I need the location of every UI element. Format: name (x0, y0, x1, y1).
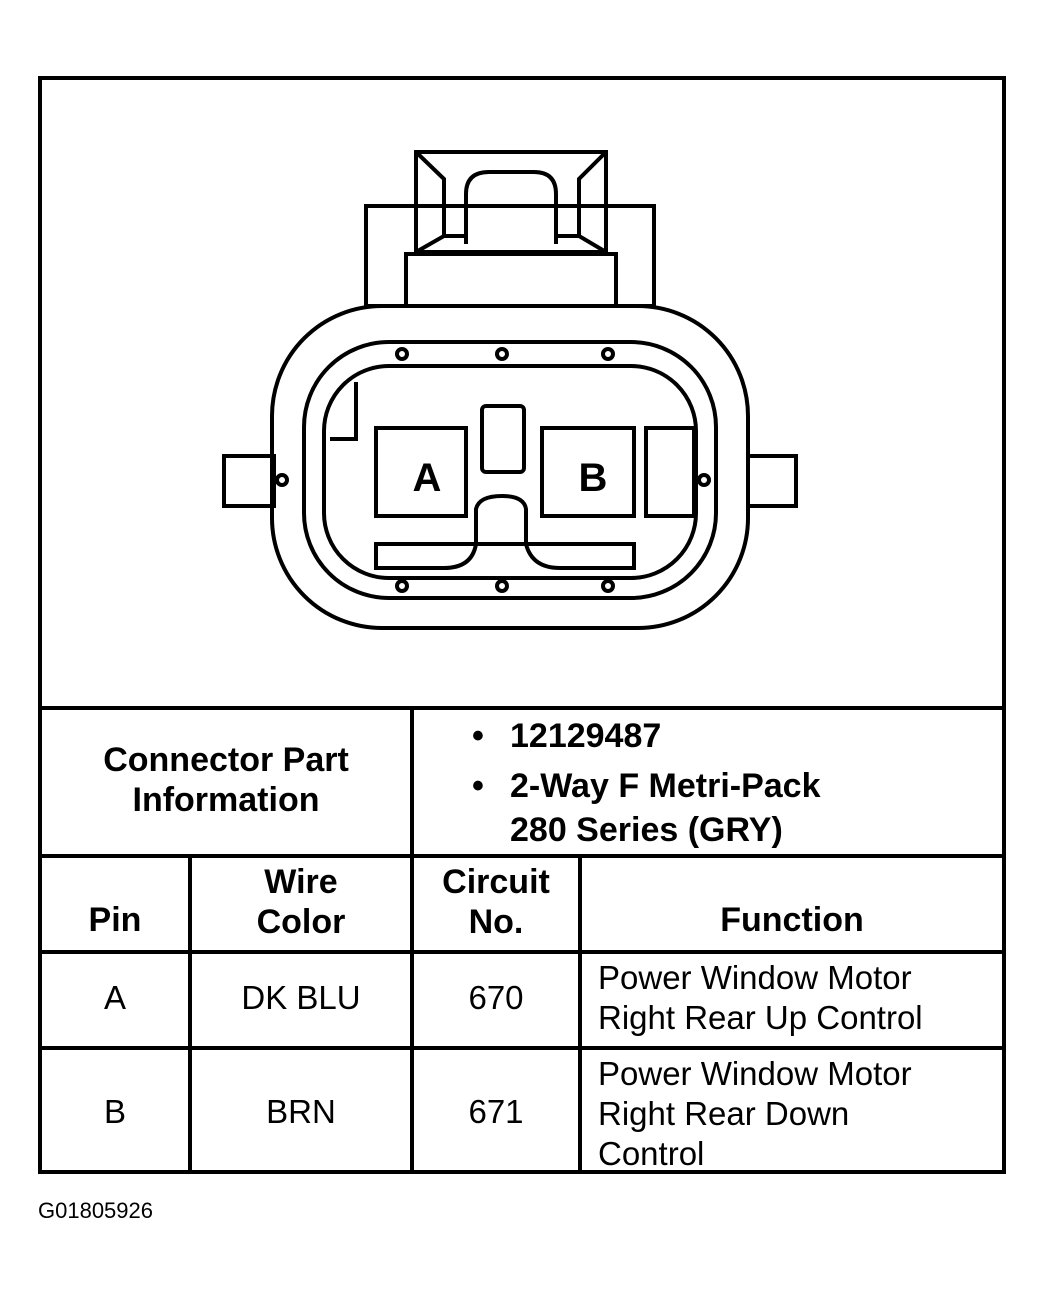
row-a-bottom-rule (42, 1046, 1002, 1050)
left-ear (222, 454, 276, 508)
row-b-circuit: 671 (468, 1093, 524, 1130)
col-divider-1 (188, 854, 192, 1174)
part-number: 12129487 (510, 717, 662, 755)
figure-code: G01805926 (38, 1198, 153, 1223)
header-wire-color: Wire Color (192, 862, 410, 942)
row-a-circuit: 670 (468, 979, 524, 1016)
header-circuit-line2: No. (468, 903, 524, 941)
row-b-pin: B (103, 1093, 126, 1130)
bullet: • (472, 767, 484, 805)
row-a-pin: A (103, 979, 126, 1016)
pin-a-cavity (374, 426, 468, 518)
row-b-function: Power Window Motor Right Rear Down Contr… (598, 1054, 998, 1174)
row-a-function-line2: Right Rear Up Control (598, 999, 923, 1036)
row-b-function-line2: Right Rear Down (598, 1095, 850, 1132)
connector-figure-frame: A B Connector Part Information • 1212948… (38, 76, 1006, 1174)
connector-outer-housing (270, 304, 750, 630)
row-b-wire-color: BRN (266, 1093, 336, 1130)
col-divider-3 (578, 854, 582, 1174)
row-a-wire-color: DK BLU (241, 979, 361, 1016)
table-top-rule (42, 706, 1002, 710)
pin-b-cavity (540, 426, 636, 518)
header-circuit-line1: Circuit (442, 863, 550, 901)
row-a-function-line1: Power Window Motor (598, 959, 912, 996)
header-pin: Pin (88, 901, 142, 939)
connector-type: 2-Way F Metri-Pack (510, 767, 821, 805)
part-info-list: • 12129487 • 2-Way F Metri-Pack 280 Seri… (472, 714, 992, 852)
locking-tab (364, 150, 656, 308)
right-ear (746, 454, 798, 508)
pin-a-label: A (412, 456, 442, 500)
header-wire-color-line2: Color (256, 903, 346, 941)
part-info-item: • 2-Way F Metri-Pack 280 Series (GRY) (472, 764, 992, 852)
row-a-function: Power Window Motor Right Rear Up Control (598, 958, 998, 1038)
part-info-label-line1: Connector Part (103, 741, 349, 779)
col-divider-2 (410, 854, 414, 1174)
header-bottom-rule (42, 950, 1002, 954)
connector-end-view-drawing (222, 150, 798, 630)
part-info-label: Connector Part Information (42, 740, 410, 820)
connector-inner-housing (302, 340, 718, 600)
header-wire-color-line1: Wire (264, 863, 338, 901)
row-b-function-line1: Power Window Motor (598, 1055, 912, 1092)
pin-b-label: B (578, 456, 608, 500)
row-b-function-line3: Control (598, 1135, 705, 1172)
connector-series: 280 Series (GRY) (510, 811, 783, 849)
header-function: Function (720, 901, 864, 939)
part-info-divider (410, 706, 414, 854)
part-info-bottom-rule (42, 854, 1002, 858)
header-circuit-no: Circuit No. (414, 862, 578, 942)
part-info-item: • 12129487 (472, 714, 992, 758)
part-info-label-line2: Information (132, 781, 320, 819)
bullet: • (472, 717, 484, 755)
